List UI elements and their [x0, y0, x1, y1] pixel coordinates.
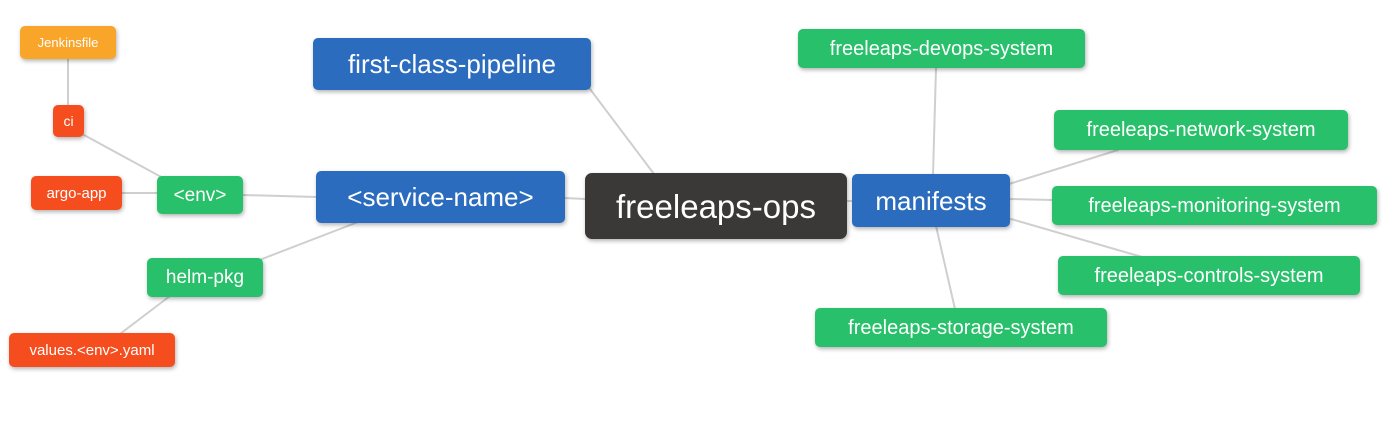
edge-ci-env [83, 134, 164, 179]
edge-helmpkg-servicename [261, 221, 359, 260]
node-manifests[interactable]: manifests [852, 174, 1010, 227]
edge-manifests-controls [1010, 218, 1143, 258]
node-service-name[interactable]: <service-name> [316, 171, 565, 223]
node-helm-pkg[interactable]: helm-pkg [147, 258, 263, 297]
node-values-env-yaml[interactable]: values.<env>.yaml [9, 333, 175, 367]
node-controls-system[interactable]: freeleaps-controls-system [1058, 256, 1360, 295]
node-jenkinsfile[interactable]: Jenkinsfile [20, 26, 116, 59]
node-argo-app[interactable]: argo-app [31, 176, 122, 210]
edge-servicename-root [563, 197, 587, 200]
edge-manifests-monitoring [1008, 198, 1054, 201]
node-network-system[interactable]: freeleaps-network-system [1054, 110, 1348, 150]
node-first-class-pipeline[interactable]: first-class-pipeline [313, 38, 591, 90]
edge-manifests-network [1008, 149, 1119, 185]
edge-values-helmpkg [119, 295, 171, 335]
node-root-freeleaps-ops[interactable]: freeleaps-ops [585, 173, 847, 239]
node-ci[interactable]: ci [53, 105, 84, 137]
node-storage-system[interactable]: freeleaps-storage-system [815, 308, 1107, 347]
node-monitoring-system[interactable]: freeleaps-monitoring-system [1052, 186, 1377, 225]
node-devops-system[interactable]: freeleaps-devops-system [798, 29, 1085, 68]
edge-manifests-storage [935, 225, 956, 310]
edge-env-servicename [242, 194, 318, 198]
edge-pipeline-root [589, 88, 655, 175]
node-env[interactable]: <env> [157, 176, 243, 214]
edge-manifests-devops [932, 67, 937, 176]
